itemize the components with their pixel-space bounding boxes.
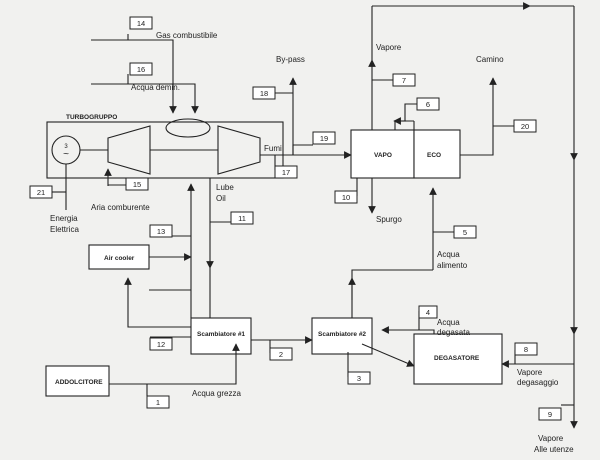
callout-box-13 [149,224,173,238]
label-acqua-alimento-1: Acqua [437,250,460,259]
callout-number-7: 7 [402,76,406,85]
callout-box-18 [252,86,276,100]
flow-alimento-loop [351,269,433,318]
callout-box-7 [392,73,416,87]
callout-box-17 [274,165,298,179]
flow-gas-combustibile [91,39,177,114]
callout-box-9 [538,407,562,421]
degasatore-box [413,333,503,385]
degasatore-label: DEGASATORE [434,355,480,362]
generator-label-3: 3 [64,144,68,150]
callout-box-2 [269,347,293,361]
turbogruppo-label: TURBOGRUPPO [66,114,117,121]
callout-box-8 [514,342,538,356]
turbogruppo-enclosure [46,121,284,179]
label-lube: Lube [216,183,234,192]
callout-number-6: 6 [426,100,430,109]
label-acqua-demin: Acqua demin. [131,83,180,92]
label-energia: Energia [50,214,78,223]
compressor [107,125,151,175]
callout-number-3: 3 [357,374,361,383]
callout-number-8: 8 [524,345,528,354]
flow-camino [460,77,497,156]
label-acqua-degasata-2: degasata [437,328,470,337]
callout-box-21 [29,185,53,199]
vapo-box [350,129,415,179]
callout-box-10 [334,190,358,204]
callout-number-21: 21 [37,188,45,197]
flow-6 [394,120,414,130]
label-fumi: Fumi [264,144,282,153]
addolcitore-label: ADDOLCITORE [55,379,103,386]
label-gas-combustibile: Gas combustibile [156,31,218,40]
label-oil: Oil [216,194,226,203]
flow-acqua-degasata [381,326,435,334]
callout-number-5: 5 [463,228,467,237]
callout-number-2: 2 [279,350,283,359]
air-cooler-label: Air cooler [104,255,135,262]
scambiatore-1-box [190,317,252,355]
callout-box-12 [149,337,173,351]
callout-number-20: 20 [521,122,529,131]
flow-acqua-demin [91,83,199,114]
label-vapore: Vapore [376,43,402,52]
addolcitore-box [45,365,110,397]
label-aria-comburente: Aria comburente [91,203,150,212]
scambiatore-2-label: Scambiatore #2 [318,331,366,338]
callout-number-11: 11 [238,214,246,223]
flow-1 [109,343,240,385]
label-acqua-alimento-2: alimento [437,261,468,270]
callout-number-10: 10 [342,193,350,202]
label-vapore-degasaggio-1: Vapore [517,368,543,377]
callout-box-4 [418,305,438,319]
callout-box-19 [312,131,336,145]
label-acqua-grezza: Acqua grezza [192,389,241,398]
callout-box-16 [129,62,153,76]
callout-box-6 [416,97,440,111]
flow-12 [124,277,191,328]
callout-box-11 [230,211,254,225]
turbine [217,125,261,175]
callout-box-1 [146,395,170,409]
callout-box-3 [347,371,371,385]
flow-3 [361,343,415,367]
callout-number-1: 1 [156,398,160,407]
eco-label: ECO [427,152,441,159]
callout-box-5 [453,225,477,239]
scambiatore-2-box [311,317,373,355]
callout-number-9: 9 [548,410,552,419]
callout-number-17: 17 [282,168,290,177]
callout-number-18: 18 [260,89,268,98]
leader-19 [292,144,313,155]
callout-box-20 [513,119,537,133]
label-elettrica: Elettrica [50,225,79,234]
callout-box-14 [129,16,153,30]
combustor [165,118,211,138]
callout-box-15 [125,177,149,191]
label-camino: Camino [476,55,504,64]
callout-number-16: 16 [137,65,145,74]
leader-6 [404,103,417,121]
vapo-label: VAPO [374,152,392,159]
callout-number-4: 4 [426,308,430,317]
callout-number-12: 12 [157,340,165,349]
label-spurgo: Spurgo [376,215,402,224]
generator-tilde: ~ [63,149,69,160]
label-vapore-degasaggio-2: degasaggio [517,378,559,387]
callout-number-19: 19 [320,134,328,143]
callout-number-14: 14 [137,19,145,28]
eco-box [413,129,461,179]
label-acqua-degasata-1: Acqua [437,318,460,327]
label-by-pass: By-pass [276,55,305,64]
label-vapore-utenze-2: Alle utenze [534,445,574,454]
callout-number-13: 13 [157,227,165,236]
label-vapore-utenze-1: Vapore [538,434,564,443]
scambiatore-1-label: Scambiatore #1 [197,331,245,338]
callout-number-15: 15 [133,180,141,189]
